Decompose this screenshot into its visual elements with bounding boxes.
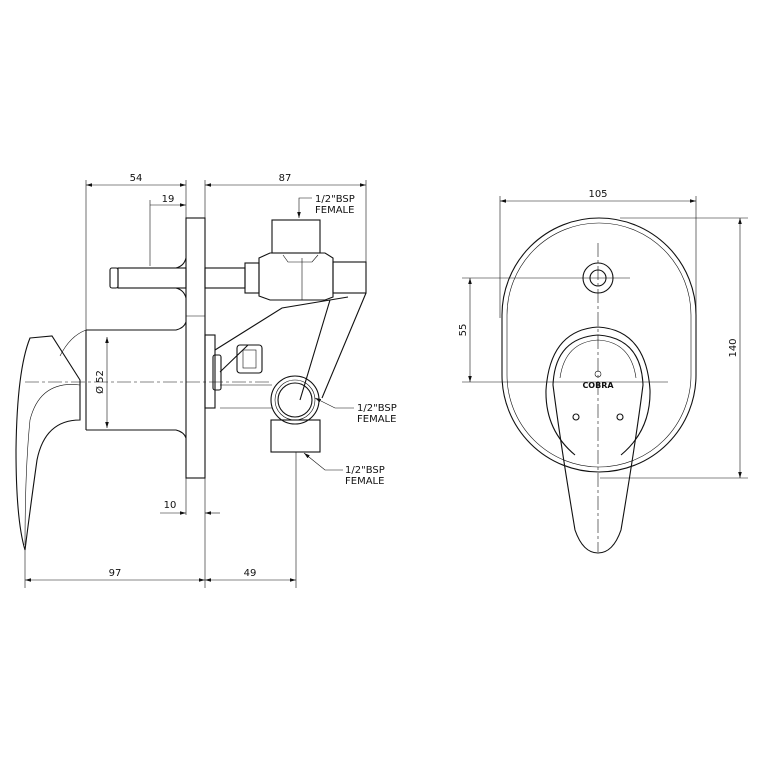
diverter-stem <box>117 267 187 289</box>
screw-hole-right <box>616 413 624 421</box>
side-outlet-thread <box>274 379 316 421</box>
leader-bottom-outlet <box>303 452 343 471</box>
hex-nut-inner <box>242 349 257 369</box>
leader-top-inlet <box>297 197 312 218</box>
cover-plate <box>501 217 697 473</box>
diverter-knob <box>109 267 119 289</box>
side-view: 54 87 19 Ø 52 10 97 49 <box>15 173 397 588</box>
top-inlet-fitting <box>271 219 321 254</box>
side-outlet-bore <box>277 382 313 418</box>
dim-19-label: 19 <box>162 194 175 205</box>
stem-flare <box>175 257 187 299</box>
wall-plate <box>185 217 206 479</box>
label-bottom-outlet-2: FEMALE <box>345 476 384 487</box>
handle-lever-front <box>552 334 644 554</box>
label-side-outlet-2: FEMALE <box>357 414 396 425</box>
cartridge-flange <box>204 334 216 409</box>
dim-49-label: 49 <box>244 568 257 579</box>
label-top-inlet-1: 1/2"BSP <box>315 194 355 205</box>
label-bottom-outlet-1: 1/2"BSP <box>345 465 385 476</box>
body-detail <box>282 254 319 263</box>
label-top-inlet-2: FEMALE <box>315 205 354 216</box>
dim-55-label: 55 <box>458 324 469 337</box>
dim-140-label: 140 <box>728 338 739 357</box>
handle-neck <box>59 329 87 357</box>
dim-97-label: 97 <box>109 568 122 579</box>
dim-10-label: 10 <box>164 500 177 511</box>
dim-87-label: 87 <box>279 173 292 184</box>
cobra-logo-text: COBRA <box>582 381 614 390</box>
hex-nut <box>236 344 263 374</box>
cartridge-cap <box>212 354 222 391</box>
right-pipe <box>332 261 367 294</box>
screw-hole-left <box>572 413 580 421</box>
stem-rear <box>204 267 246 289</box>
cover-plate-edge <box>506 222 692 468</box>
valve-cylinder <box>86 321 187 439</box>
label-side-outlet-1: 1/2"BSP <box>357 403 397 414</box>
handle-edge <box>24 384 81 546</box>
valve-body-top <box>258 252 334 301</box>
handle-lever <box>15 335 81 551</box>
body-arms <box>214 292 367 401</box>
dim-105-label: 105 <box>588 189 607 200</box>
bottom-outlet-fitting <box>270 419 321 453</box>
leader-side-outlet <box>314 397 354 409</box>
dim-54-label: 54 <box>130 173 143 184</box>
front-view: 105 140 55 COBRA <box>458 189 748 554</box>
hex-nut-top <box>244 262 260 294</box>
lever-base-ring <box>545 326 651 456</box>
